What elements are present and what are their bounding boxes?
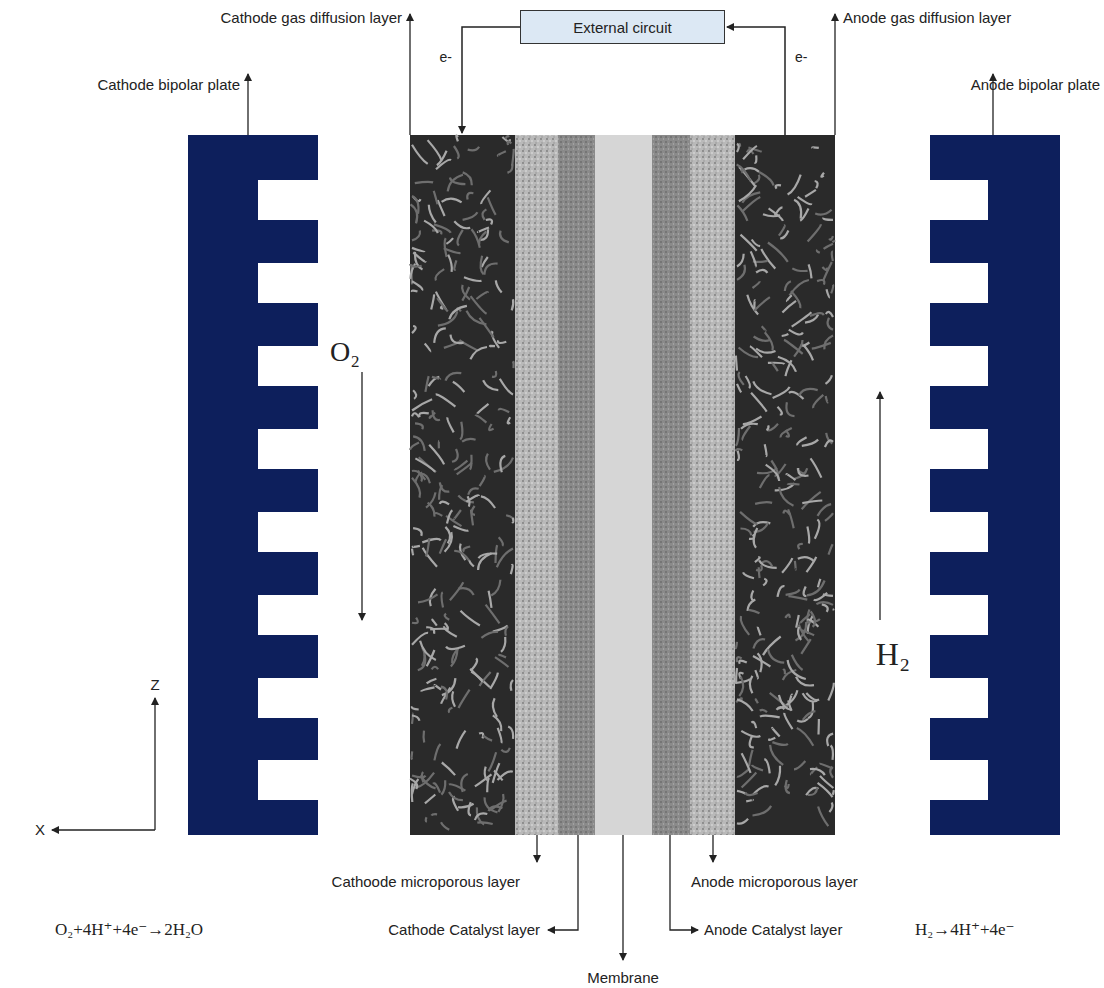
anode-bipolar-plate bbox=[930, 135, 1060, 835]
part-label: Z bbox=[150, 677, 159, 694]
part-label: Membrane bbox=[587, 970, 659, 987]
anode-mpl bbox=[690, 135, 735, 835]
cathode-bipolar-plate bbox=[188, 135, 318, 835]
part-label: Anode microporous layer bbox=[691, 874, 858, 891]
part-label: e- bbox=[795, 50, 807, 65]
part-label: X bbox=[35, 822, 45, 839]
part-label: e- bbox=[440, 50, 452, 65]
part-label: O₂+4H⁺+4e⁻→2H₂O bbox=[55, 921, 203, 940]
part-label: Anode gas diffusion layer bbox=[843, 10, 1011, 27]
membrane bbox=[595, 135, 652, 835]
part-label: H₂ bbox=[876, 637, 910, 672]
part-label: Cathode gas diffusion layer bbox=[220, 10, 402, 27]
part-label: Cathode Catalyst layer bbox=[388, 922, 540, 939]
anode-catalyst bbox=[652, 135, 690, 835]
circuit-box: External circuit bbox=[520, 10, 725, 44]
part-label: Anode bipolar plate bbox=[971, 77, 1100, 94]
cathode-mpl bbox=[515, 135, 558, 835]
part-label: Cathoode microporous layer bbox=[332, 874, 520, 891]
part-label: H₂→4H⁺+4e⁻ bbox=[915, 921, 1015, 940]
part-label: Cathode bipolar plate bbox=[97, 77, 240, 94]
cathode-gdl bbox=[410, 135, 515, 835]
leader-line bbox=[52, 14, 993, 960]
cathode-catalyst bbox=[558, 135, 595, 835]
part-label: Anode Catalyst layer bbox=[704, 922, 842, 939]
box-label: External circuit bbox=[573, 19, 671, 36]
anode-gdl bbox=[735, 135, 835, 835]
part-label: O₂ bbox=[330, 337, 360, 368]
